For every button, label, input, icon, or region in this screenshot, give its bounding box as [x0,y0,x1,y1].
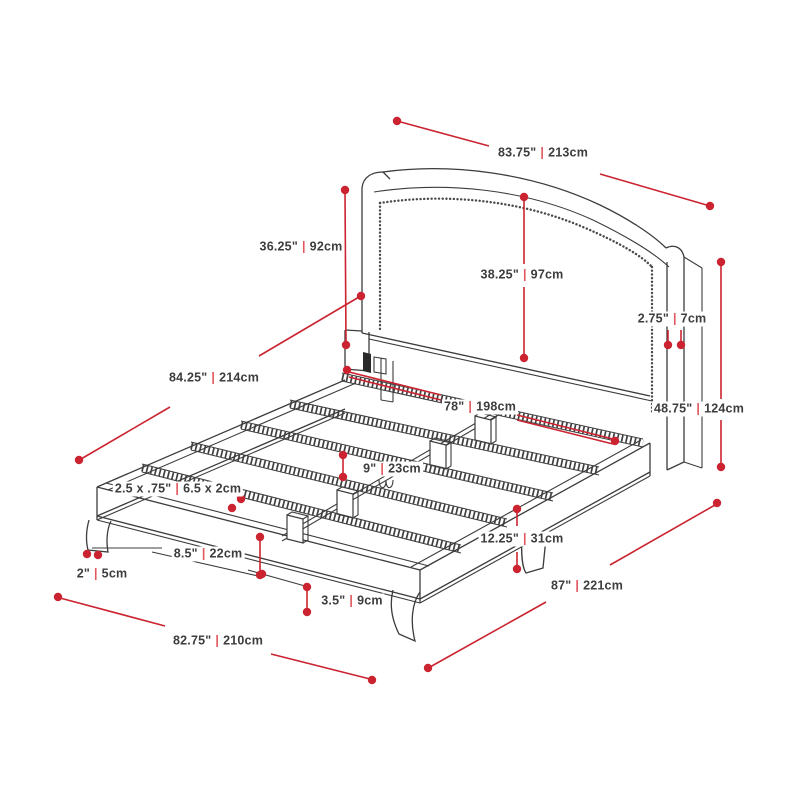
dim-line-frame-width [53,592,377,685]
dimension-label-foot-width: 2"|5cm [74,566,130,582]
dimension-imperial: 38.25" [480,267,519,282]
dimension-metric: 9cm [357,593,383,608]
dimension-imperial: 3.5" [321,593,346,608]
slat-clip-symbol [378,479,394,489]
dim-line-headboard-width [392,116,715,211]
dimension-label-side-rail-height: 12.25"|31cm [478,531,566,547]
dimension-imperial: 84.25" [168,370,208,385]
dim-line-foot-width [82,549,103,560]
dimension-separator: | [175,481,180,496]
dim-line-headboard-height-above-rail [340,185,351,350]
dim-line-headboard-post-depth [663,330,686,350]
dimension-metric: 5cm [101,566,128,581]
dimension-separator: | [201,546,206,561]
dim-line-headboard-total-height [716,257,726,472]
dim-line-headboard-panel-height [519,192,529,363]
dimension-metric: 221cm [583,578,624,593]
dimension-metric: 92cm [309,239,343,254]
dimension-label-slat-spacing: 9"|23cm [361,461,423,477]
slat-support-legs [286,412,498,544]
dimension-imperial: 83.75" [497,145,537,160]
dimension-metric: 198cm [476,399,517,414]
headboard [344,168,703,471]
dimension-imperial: 48.75" [653,401,693,416]
dimension-imperial: 8.5" [173,546,198,561]
dimension-imperial: 2.5 x .75" [114,481,172,496]
dim-line-slat-length [342,365,620,446]
dimension-separator: | [522,531,527,546]
dim-line-frame-length-left [74,291,366,465]
dimension-separator: | [522,267,527,282]
dimension-separator: | [575,578,580,593]
dimension-separator: | [349,593,354,608]
dimension-separator: | [211,370,216,385]
dimension-imperial: 2.75" [637,311,669,326]
dimension-label-slat-length: 78"|198cm [441,399,519,415]
dim-line-side-rail-height [512,504,522,574]
dimension-label-headboard-width: 83.75"|213cm [495,145,591,161]
dimension-separator: | [380,461,385,476]
dimension-imperial: 12.25" [480,531,519,546]
dimension-label-slat-cross-section: 2.5 x .75"|6.5 x 2cm [112,481,244,497]
dimension-label-frame-length-right: 87"|221cm [548,578,626,594]
dimension-separator: | [540,145,545,160]
dimension-label-headboard-panel-height: 38.25"|97cm [478,267,566,283]
dimension-label-under-bed-clearance: 8.5"|22cm [171,546,245,562]
dimension-separator: | [215,633,220,648]
dimension-imperial: 78" [443,399,465,414]
dim-line-frame-length-right [423,498,722,673]
dimension-separator: | [93,566,98,581]
dimension-metric: 210cm [223,633,264,648]
dimension-label-leg-height: 3.5"|9cm [319,593,385,609]
dimension-metric: 213cm [548,145,589,160]
dim-line-slat-spacing [338,450,348,482]
dimension-metric: 6.5 x 2cm [183,481,242,496]
dimension-imperial: 87" [550,578,572,593]
dimension-label-headboard-post-depth: 2.75"|7cm [635,311,709,327]
dimension-imperial: 9" [363,461,377,476]
dim-line-leg-height [257,569,312,617]
dimension-separator: | [672,311,677,326]
dimension-metric: 97cm [530,267,564,282]
dim-line-slat-cross-section [227,494,246,513]
dimension-metric: 23cm [388,461,421,476]
dimension-metric: 214cm [219,370,260,385]
dimension-metric: 124cm [704,401,745,416]
dimension-metric: 22cm [209,546,243,561]
dimension-metric: 31cm [530,531,564,546]
dimension-imperial: 2" [76,566,90,581]
dimension-separator: | [696,401,701,416]
dimension-metric: 7cm [680,311,707,326]
dimension-separator: | [468,399,473,414]
dimension-label-frame-length-left: 84.25"|214cm [166,370,262,386]
nailhead-trim-arch [378,197,654,269]
dimension-label-headboard-height-above-rail: 36.25"|92cm [257,239,345,255]
dimension-label-headboard-total-height: 48.75"|124cm [651,401,747,417]
dimension-imperial: 36.25" [259,239,298,254]
dimension-label-frame-width: 82.75"|210cm [170,633,266,649]
dimension-imperial: 82.75" [172,633,212,648]
rail-bracket [363,352,371,373]
dimension-separator: | [301,239,306,254]
